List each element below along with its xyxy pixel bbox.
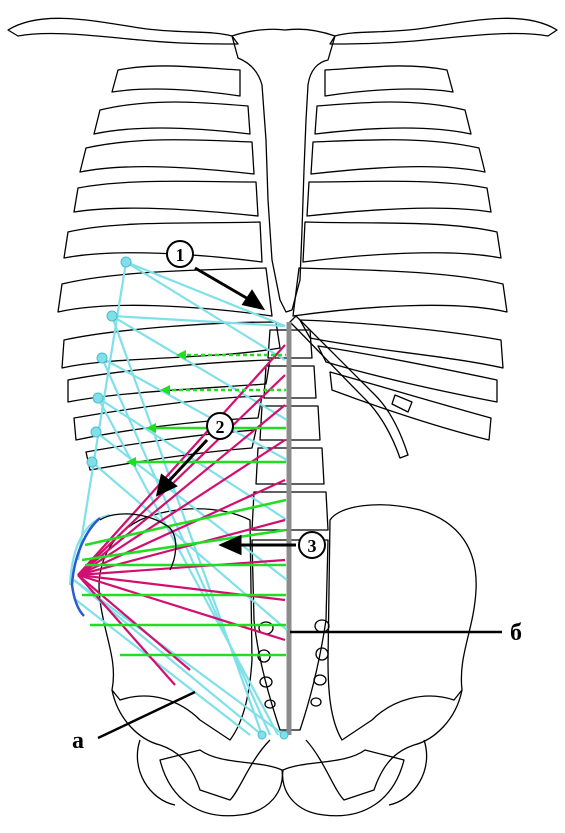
right-costal-arch: [290, 316, 408, 458]
marker-1-label: 1: [176, 245, 185, 265]
leader-line-a: [98, 692, 195, 738]
marker-2-label: 2: [216, 417, 225, 437]
left-rib-3: [80, 140, 254, 174]
sacral-foramen: [316, 648, 328, 660]
right-rib-5: [303, 222, 501, 262]
right-rib-3: [311, 140, 485, 174]
left-acetabulum: [137, 740, 175, 805]
right-clavicle: [330, 18, 557, 44]
right-ilium: [328, 505, 476, 740]
left-clavicle: [8, 18, 238, 44]
right-rib-10: [392, 395, 412, 412]
arrow-1: [195, 268, 250, 300]
left-rib-2: [94, 102, 250, 134]
right-rib-1: [325, 66, 453, 96]
sacral-foramen: [265, 700, 275, 708]
marker-3-label: 3: [308, 536, 317, 556]
left-rib-4: [74, 181, 258, 216]
left-obturator: [160, 750, 282, 816]
arrow-1-head: [244, 292, 262, 308]
right-obturator: [283, 750, 404, 816]
left-rib-1: [112, 66, 240, 96]
pelvic-floor-right: [306, 690, 462, 800]
sternum: [232, 29, 335, 312]
label-b: б: [510, 620, 522, 646]
sacral-foramen: [315, 620, 329, 632]
right-rib-4: [307, 181, 491, 216]
sacral-foramen: [311, 698, 321, 706]
label-a: а: [72, 728, 84, 754]
sacral-foramen: [314, 675, 326, 685]
right-rib-6: [293, 268, 507, 316]
right-acetabulum: [389, 740, 427, 805]
right-rib-2: [315, 102, 471, 134]
left-rib-5: [64, 222, 262, 262]
